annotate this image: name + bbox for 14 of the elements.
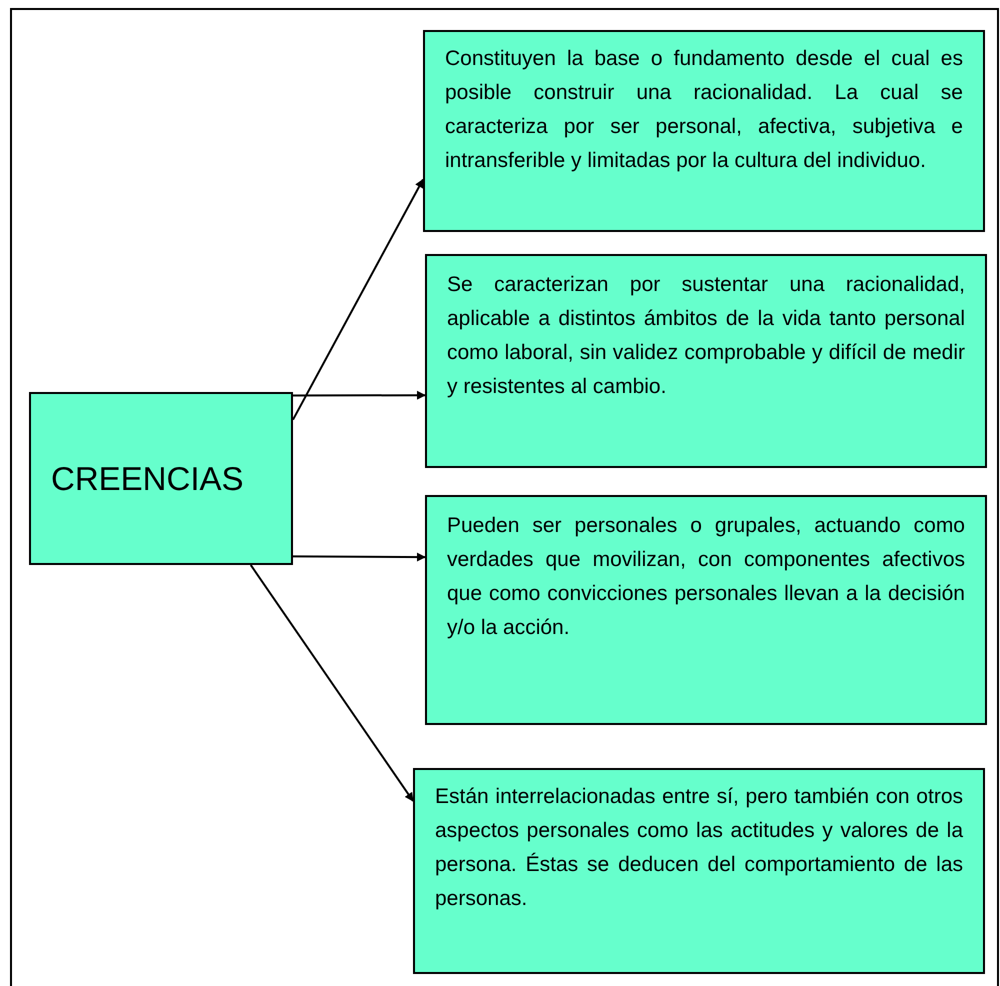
description-text: Constituyen la base o fundamento desde el cual es posible construir una racionalidad. La cual se caracteriza por ser personal, afectiva, subjetiva e intransferible y limitadas por la cultura del individuo. <box>445 46 963 174</box>
arrow <box>292 178 424 420</box>
description-box <box>423 30 985 232</box>
description-box <box>425 495 987 725</box>
description-text: Están interrelacionadas entre sí, pero también con otros aspectos personales como las actitudes y valores de la persona. Éstas se deducen del comportamiento de las personas. <box>435 784 963 912</box>
description-box <box>413 768 985 974</box>
arrow <box>250 564 414 802</box>
arrow <box>293 390 426 400</box>
description-box <box>425 254 987 468</box>
concept-title: CREENCIAS <box>51 458 244 499</box>
arrow <box>293 552 426 562</box>
concept-box <box>29 392 293 565</box>
description-text: Se caracterizan por sustentar una racionalidad, aplicable a distintos ámbitos de la vida tanto personal como laboral, sin validez comprobable y difícil de medir y resistentes al cambio. <box>447 272 965 400</box>
description-text: Pueden ser personales o grupales, actuando como verdades que movilizan, con componentes afectivos que como convicciones personales llevan a la decisión y/o la acción. <box>447 513 965 642</box>
